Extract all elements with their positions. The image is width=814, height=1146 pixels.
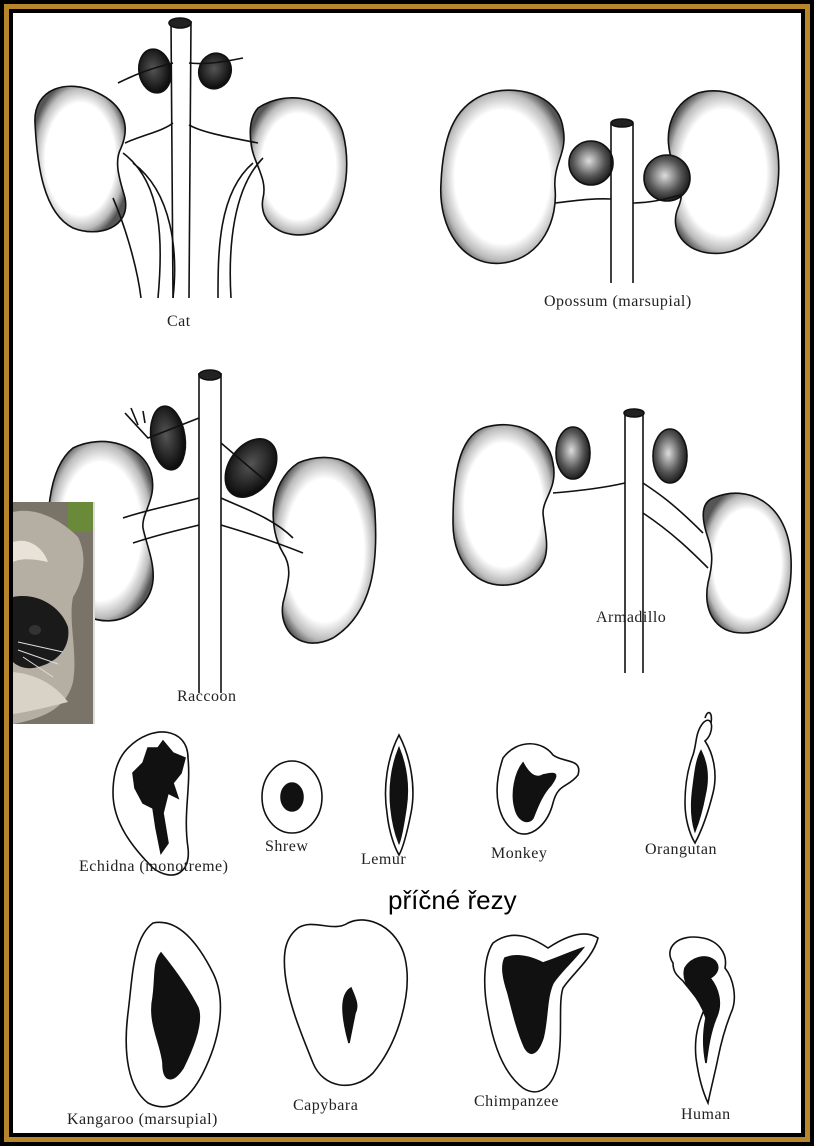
raccoon-label: Raccoon [177,688,236,706]
echidna-label: Echidna (monotreme) [79,858,228,876]
cat-label: Cat [167,313,191,331]
kidney-diagrams [13,13,801,1133]
shrew-label: Shrew [265,838,308,856]
lemur-label: Lemur [361,851,406,869]
human-section [670,937,734,1103]
shrew-section [262,761,322,833]
armadillo-label: Armadillo [596,609,666,627]
kangaroo-label: Kangaroo (marsupial) [67,1111,218,1129]
diagram-sheet: Cat Opossum (marsupial) Raccoon Armadill… [13,13,801,1133]
section-heading: příčné řezy [388,885,517,916]
cat-kidney-figure [35,18,347,298]
raccoon-photo [13,502,95,724]
capybara-section [284,920,407,1085]
lemur-section [386,735,413,855]
capybara-label: Capybara [293,1097,358,1115]
human-label: Human [681,1106,731,1124]
raccoon-kidney-figure [48,370,376,693]
chimpanzee-label: Chimpanzee [474,1093,559,1111]
echidna-section [113,732,189,875]
monkey-section [497,744,579,834]
armadillo-kidney-figure [453,409,791,673]
opossum-label: Opossum (marsupial) [544,293,692,311]
orangutan-section [685,713,715,843]
kangaroo-section [126,922,220,1106]
orangutan-label: Orangutan [645,841,717,859]
chimpanzee-section [485,934,598,1092]
monkey-label: Monkey [491,845,547,863]
opossum-kidney-figure [441,90,779,283]
